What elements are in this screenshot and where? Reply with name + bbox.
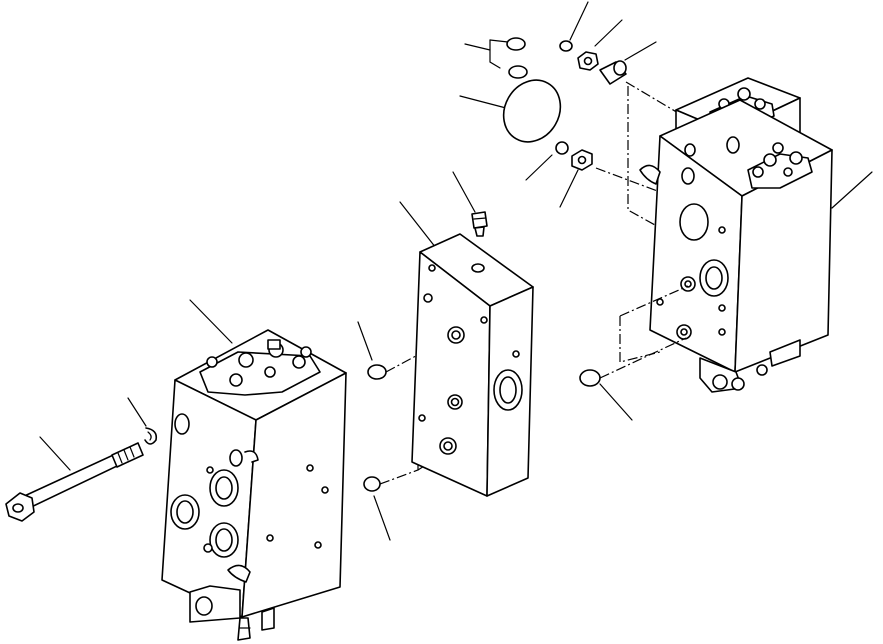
alignment-line-8	[619, 285, 689, 317]
o-ring-small-mid	[525, 141, 569, 181]
plug	[452, 171, 488, 237]
leader-line-left-section	[189, 299, 233, 344]
alignment-line-9	[619, 316, 661, 363]
leader-line-o-ring-small-top	[569, 1, 589, 41]
tie-bolt	[5, 436, 144, 522]
leader-line-spacer-block	[399, 201, 437, 249]
leader-line-o-ring-lower	[373, 495, 391, 541]
leader-line-sleeve	[624, 41, 657, 61]
valve-section-right	[639, 77, 873, 393]
leader-line-right-section	[831, 171, 873, 209]
o-ring-small-top	[559, 1, 589, 52]
leader-line-o-ring-right	[599, 383, 633, 421]
leader-line-plug	[452, 171, 476, 213]
valve-section-left	[161, 299, 347, 641]
spacer-block	[399, 201, 534, 497]
leader-line-nut-top	[594, 19, 623, 47]
o-ring-right	[579, 369, 633, 421]
leader-line-tie-bolt	[39, 436, 71, 471]
leader-line-snap-ring	[127, 397, 147, 427]
leader-line-plug-pair	[464, 43, 491, 51]
alignment-line-7	[599, 337, 687, 379]
leader-line-o-ring-large	[459, 95, 507, 109]
plug-pair	[464, 37, 528, 79]
o-ring-lower	[363, 476, 391, 541]
nut-mid	[559, 149, 593, 208]
alignment-line-5	[627, 86, 701, 251]
o-ring-upper	[357, 321, 387, 380]
leader-line-nut-mid	[559, 169, 579, 208]
sleeve	[599, 41, 657, 85]
leader-line-o-ring-small-mid	[525, 154, 553, 181]
o-ring-large	[459, 79, 562, 143]
snap-ring	[127, 397, 158, 445]
nut-top	[577, 19, 623, 71]
leader-line-o-ring-upper	[357, 321, 373, 361]
